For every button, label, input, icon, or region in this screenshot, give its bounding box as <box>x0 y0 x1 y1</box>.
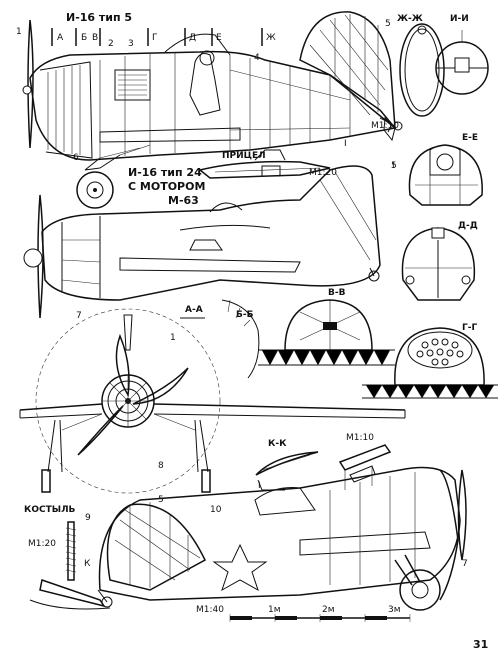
type24-side-view <box>23 165 381 319</box>
part-number-5: 5 <box>385 19 391 29</box>
section-e-e: Е-Е I <box>392 133 483 206</box>
section-b-title: Б-Б <box>236 310 254 320</box>
section-mark-a: А <box>57 33 64 43</box>
type24-title-line1: И-16 тип 24 <box>128 166 202 179</box>
part-number-6: 6 <box>73 153 79 163</box>
type24-title-line2: С МОТОРОМ <box>128 180 205 193</box>
section-g-g: Г-Г <box>362 323 498 399</box>
part-number-4: 4 <box>254 53 260 63</box>
part-number-3: 3 <box>128 39 134 49</box>
section-mark-g: Г <box>152 33 158 43</box>
section-e-title: Е-Е <box>462 133 478 143</box>
type24-title-line3: М-63 <box>168 194 199 207</box>
section-a-title: А-А <box>185 305 203 315</box>
part-number-10: 10 <box>210 505 222 515</box>
scale-1m: 1м <box>268 605 281 615</box>
scale-bar: М1:40 1м 2м 3м <box>196 605 411 622</box>
section-v-v: В-В <box>258 288 395 366</box>
section-d-d: Д-Д <box>401 221 478 301</box>
pricel-detail: ПРИЦЕЛ М1:20 I <box>198 139 347 179</box>
section-v-title: В-В <box>328 288 346 298</box>
part-number-5-c: 5 <box>158 495 164 505</box>
type5-side-view <box>22 11 397 209</box>
part-number-I-b: I <box>392 161 395 171</box>
part-number-I: I <box>344 139 347 149</box>
section-i-i: И-И <box>435 14 489 95</box>
scale-main: М1:40 <box>196 605 224 615</box>
section-zh-title: Ж-Ж <box>397 14 423 24</box>
part-numbers-top: 1 2 3 4 5 6 <box>16 19 391 163</box>
part-number-1-b: 1 <box>170 333 176 343</box>
section-mark-zh: Ж <box>266 33 276 43</box>
type5-title: И-16 тип 5 <box>66 11 132 24</box>
section-d-title: Д-Д <box>458 221 478 231</box>
section-mark-e: Е <box>216 33 222 43</box>
kostyl-label: КОСТЫЛЬ <box>24 505 76 515</box>
part-number-1: 1 <box>16 27 22 37</box>
pricel-scale: М1:20 <box>309 168 337 178</box>
section-mark-d: Д <box>189 33 196 43</box>
page-number: 31 <box>473 638 488 651</box>
section-i-title: И-И <box>450 14 469 24</box>
part-number-I-c: I <box>258 481 261 491</box>
section-g-title: Г-Г <box>462 323 477 333</box>
part-number-2: 2 <box>108 39 114 49</box>
section-marks-top: А Б В Г Д Е Ж <box>57 33 276 43</box>
kostyl-detail: КОСТЫЛЬ М1:20 9 К <box>24 505 111 610</box>
scale-3m: 3м <box>388 605 401 615</box>
part-number-8: 8 <box>158 461 164 471</box>
section-k-title: К-К <box>268 439 287 449</box>
section-mark-v: В <box>92 33 98 43</box>
section-mark-b: Б <box>81 33 87 43</box>
section-zh-zh: Ж-Ж <box>397 14 445 117</box>
section-k-k: К-К I <box>255 439 319 491</box>
section-b-b: Б-Б <box>221 299 260 379</box>
zh-scale: М1:10 <box>371 121 399 131</box>
part-number-5-b: 5 <box>391 161 397 171</box>
main-side-view <box>97 466 467 611</box>
pricel-label: ПРИЦЕЛ <box>222 151 266 161</box>
part-number-7-b: 7 <box>462 559 468 569</box>
kostyl-scale: М1:20 <box>28 539 56 549</box>
front-view <box>19 308 406 494</box>
detail-m110: М1:10 <box>338 433 392 490</box>
tail-wheel-fork <box>383 116 403 142</box>
scale-2m: 2м <box>322 605 335 615</box>
part-number-7: 7 <box>76 311 82 321</box>
part-number-9: 9 <box>85 513 91 523</box>
detail-scale: М1:10 <box>346 433 374 443</box>
part-number-k: К <box>84 559 91 569</box>
